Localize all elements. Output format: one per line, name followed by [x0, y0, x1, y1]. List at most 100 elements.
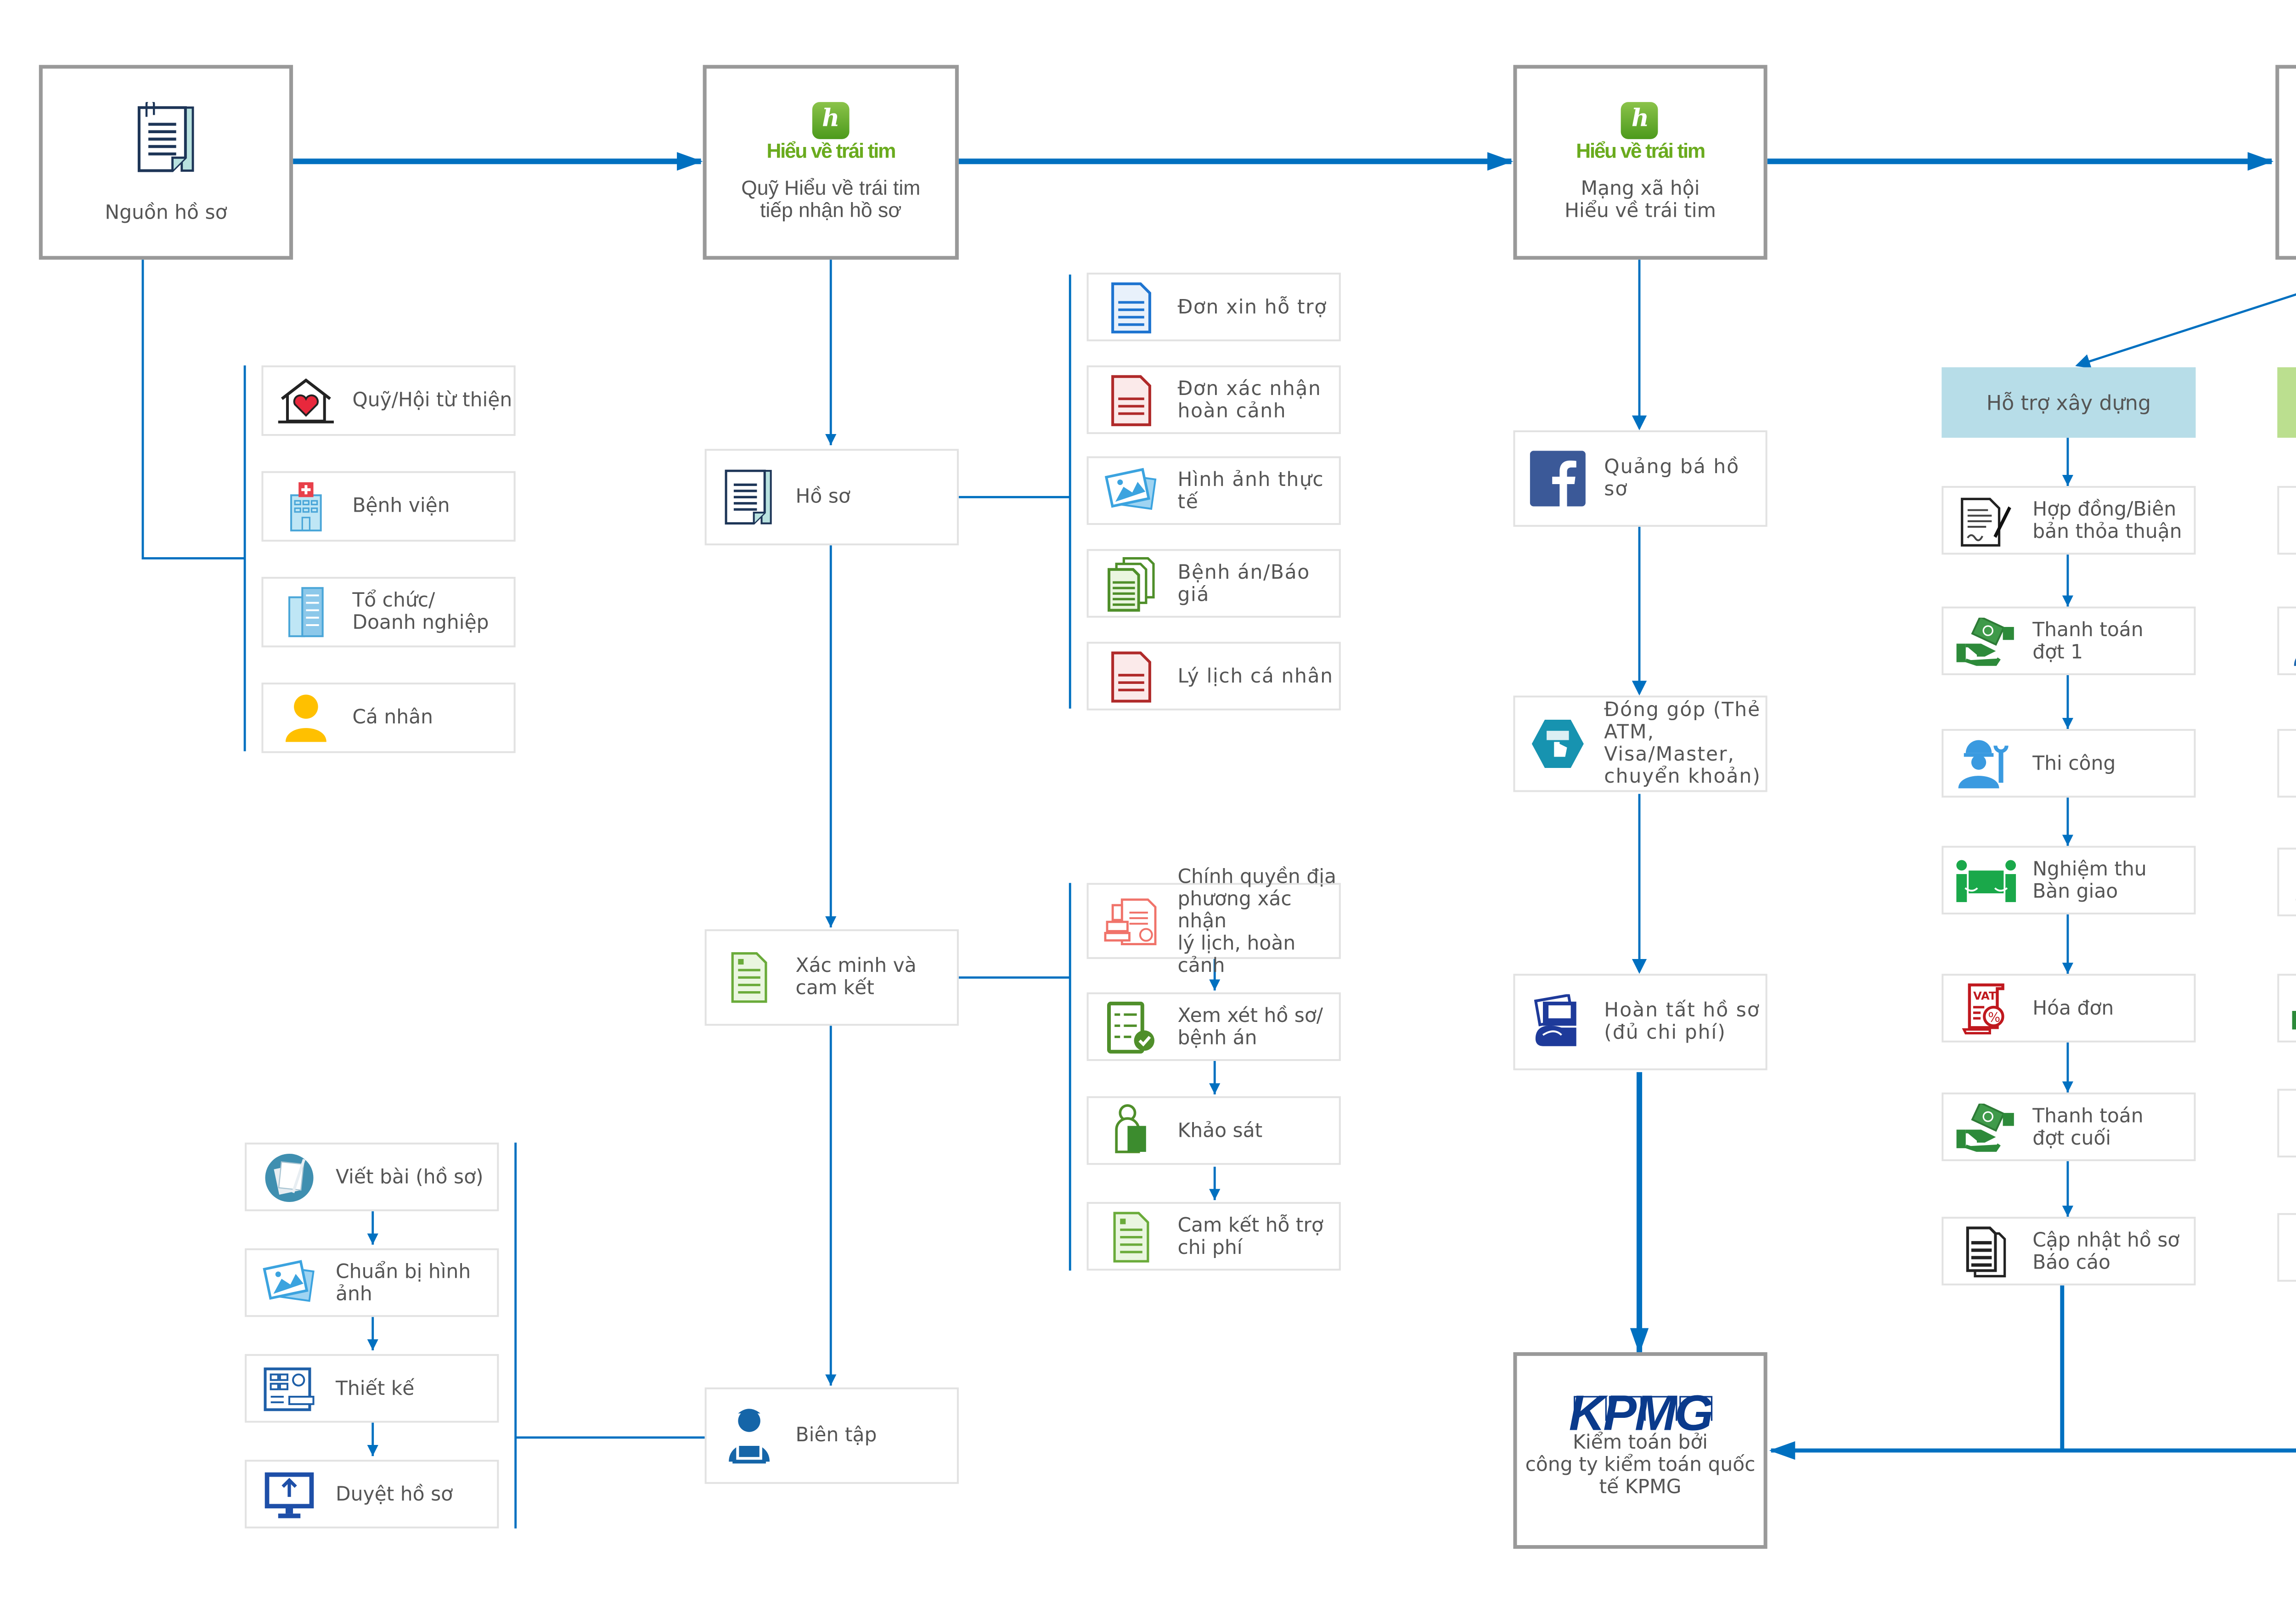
gift-icon [2290, 737, 2296, 789]
stamp-icon [1100, 895, 1163, 947]
branch-step[interactable]: Nghiệm thu Bàn giao [1941, 846, 2196, 914]
branch-step[interactable]: Cam kết chi trả chi phí [2277, 486, 2296, 555]
branch-header[interactable]: Hỗ trợ xây dựng [1941, 367, 2196, 438]
writing-icon [258, 1151, 321, 1203]
dossier-doc-item-label: Lý lịch cá nhân [1177, 665, 1334, 688]
editor-item-label: Chuẩn bị hình ảnh [335, 1260, 471, 1305]
verify-item-label: Khảo sát [1177, 1119, 1263, 1142]
checklist-icon [1100, 1000, 1163, 1053]
line-source-bracket [141, 260, 245, 560]
editor-item[interactable]: Chuẩn bị hình ảnh [245, 1248, 499, 1317]
settlement-receipt-icon: $ [2290, 856, 2296, 908]
social-item[interactable]: Hoàn tất hồ sơ (đủ chi phí) [1513, 974, 1767, 1071]
dossier-doc-item[interactable]: Lý lịch cá nhân [1086, 642, 1341, 711]
file-dossier-icon [718, 466, 781, 529]
verify-item-label: Xem xét hồ sơ/ bệnh án [1177, 1004, 1323, 1049]
dossier-doc-item[interactable]: Đơn xin hỗ trợ [1086, 272, 1341, 342]
editor-step-label: Biên tập [795, 1424, 877, 1447]
source-item[interactable]: Cá nhân [261, 683, 516, 753]
facebook-icon [1526, 451, 1589, 507]
dossier-step[interactable]: Hồ sơ [704, 449, 959, 546]
verify-step-label: Xác minh và cam kết [795, 955, 917, 1000]
social-item-label: Hoàn tất hồ sơ (đủ chi phí) [1604, 999, 1760, 1044]
hospital-icon [275, 480, 338, 532]
vat-invoice-icon: VAT% [2290, 1097, 2296, 1149]
source-item[interactable]: Quỹ/Hội từ thiện [261, 365, 516, 436]
file-dossier-icon [136, 101, 193, 171]
handover-icon [1955, 856, 2018, 904]
payment-hand-icon [1955, 616, 2018, 665]
branch-step-label: Nghiệm thu Bàn giao [2032, 858, 2147, 903]
audit-label: Kiểm toán bởi công ty kiểm toán quốc tế … [1525, 1432, 1756, 1499]
branch-step-label: Cập nhật hồ sơ Báo cáo [2032, 1229, 2180, 1274]
green-document-icon [1100, 1210, 1163, 1262]
verify-item-label: Chính quyền địa phương xác nhận lý lịch,… [1177, 865, 1336, 977]
report-document-icon [1955, 1225, 2018, 1277]
branch-step[interactable]: VAT%Hóa đơn [2277, 1089, 2296, 1158]
branch-step-label: Hợp đồng/Biên bản thỏa thuận [2032, 498, 2182, 543]
branch-step[interactable]: $Quyết toán [2277, 847, 2296, 917]
payment-hand-icon [1955, 1102, 2018, 1151]
editor-item[interactable]: Thiết kế [245, 1354, 499, 1423]
branch-step[interactable]: VAT% Hóa đơn [1941, 974, 2196, 1043]
verify-item[interactable]: Chính quyền địa phương xác nhận lý lịch,… [1086, 865, 1341, 976]
office-building-icon [275, 586, 338, 638]
source-item-label: Bệnh viện [352, 495, 450, 518]
source-item[interactable]: Bệnh viện [261, 471, 516, 542]
branch-step[interactable]: Bệnh nhân chữa bệnh [2277, 606, 2296, 676]
verify-item-label: Cam kết hỗ trợ chi phí [1177, 1214, 1323, 1259]
branch-header[interactable]: Hỗ trợ chữa bệnh [2277, 367, 2296, 438]
social-item[interactable]: Đóng góp (Thẻ ATM, Visa/Master, chuyển k… [1513, 695, 1767, 792]
editor-item-label: Thiết kế [335, 1377, 415, 1400]
editor-item[interactable]: Duyệt hồ sơ [245, 1460, 499, 1529]
social-item-label: Đóng góp (Thẻ ATM, Visa/Master, chuyển k… [1604, 699, 1761, 789]
source-item[interactable]: Tổ chức/ Doanh nghiệp [261, 576, 516, 648]
red-document-icon [1100, 650, 1163, 702]
branch-step[interactable]: Cập nhật hồ sơ Báo cáo [1941, 1217, 2196, 1286]
dossier-doc-item-label: Đơn xin hỗ trợ [1177, 296, 1327, 318]
green-document-icon [718, 952, 781, 1004]
verify-item[interactable]: Khảo sát [1086, 1096, 1341, 1165]
social-item[interactable]: Quảng bá hồ sơ [1513, 430, 1767, 527]
dossier-doc-item[interactable]: Hình ảnh thực tế [1086, 456, 1341, 525]
verify-item[interactable]: Cam kết hỗ trợ chi phí [1086, 1202, 1341, 1271]
green-documents-icon [1100, 556, 1163, 611]
dossier-doc-item[interactable]: Bệnh án/Báo giá [1086, 549, 1341, 618]
social-item-label: Quảng bá hồ sơ [1604, 456, 1740, 501]
red-document-icon [1100, 374, 1163, 426]
dossier-doc-item-label: Đơn xác nhận hoàn cảnh [1177, 377, 1322, 422]
charity-house-icon [275, 377, 338, 425]
branch-step[interactable]: Thanh toán [2277, 974, 2296, 1043]
payment-hand-icon [2290, 984, 2296, 1032]
verify-step[interactable]: Xác minh và cam kết [704, 929, 959, 1026]
editor-step[interactable]: Biên tập [704, 1387, 959, 1484]
photos-icon [258, 1258, 321, 1307]
svg-text:%: % [1988, 1009, 2000, 1024]
source-item-label: Quỹ/Hội từ thiện [352, 389, 512, 412]
audit-node[interactable]: KPMG Kiểm toán bởi công ty kiểm toán quố… [1513, 1352, 1767, 1549]
money-hand-icon [1526, 994, 1589, 1050]
photos-icon [1100, 467, 1163, 515]
branch-step[interactable]: Hợp đồng/Biên bản thỏa thuận [1941, 486, 2196, 555]
source-node[interactable]: Nguồn hồ sơ [39, 65, 293, 260]
branch-step[interactable]: Thăm và tặng quà [2277, 729, 2296, 798]
editor-item-label: Viết bài (hồ sơ) [335, 1166, 484, 1188]
social-node[interactable]: h Hiểu về trái tim Mạng xã hội Hiểu về t… [1513, 65, 1767, 260]
branch-step[interactable]: Cập nhật hồ sơ Báo cáo [2277, 1213, 2296, 1282]
verify-item[interactable]: Xem xét hồ sơ/ bệnh án [1086, 992, 1341, 1061]
dossier-doc-item[interactable]: Đơn xác nhận hoàn cảnh [1086, 365, 1341, 434]
source-item-label: Tổ chức/ Doanh nghiệp [352, 590, 489, 635]
editor-item[interactable]: Viết bài (hồ sơ) [245, 1142, 499, 1212]
contract-sign-icon [1955, 494, 2018, 546]
branch-step-label: Hóa đơn [2032, 997, 2114, 1020]
card-payment-icon [1526, 718, 1589, 770]
fund-node[interactable]: h Hiểu về trái tim Quỹ Hiểu về trái tim … [703, 65, 959, 260]
person-icon [275, 692, 338, 744]
disburse-node[interactable]: $ Giải ngân [2275, 65, 2296, 260]
svg-text:VAT: VAT [1973, 989, 1997, 1002]
blueprint-icon [258, 1364, 321, 1412]
branch-step[interactable]: Thanh toán đợt cuối [1941, 1092, 2196, 1162]
branch-step[interactable]: Thi công [1941, 729, 2196, 798]
branch-step[interactable]: Thanh toán đợt 1 [1941, 606, 2196, 676]
